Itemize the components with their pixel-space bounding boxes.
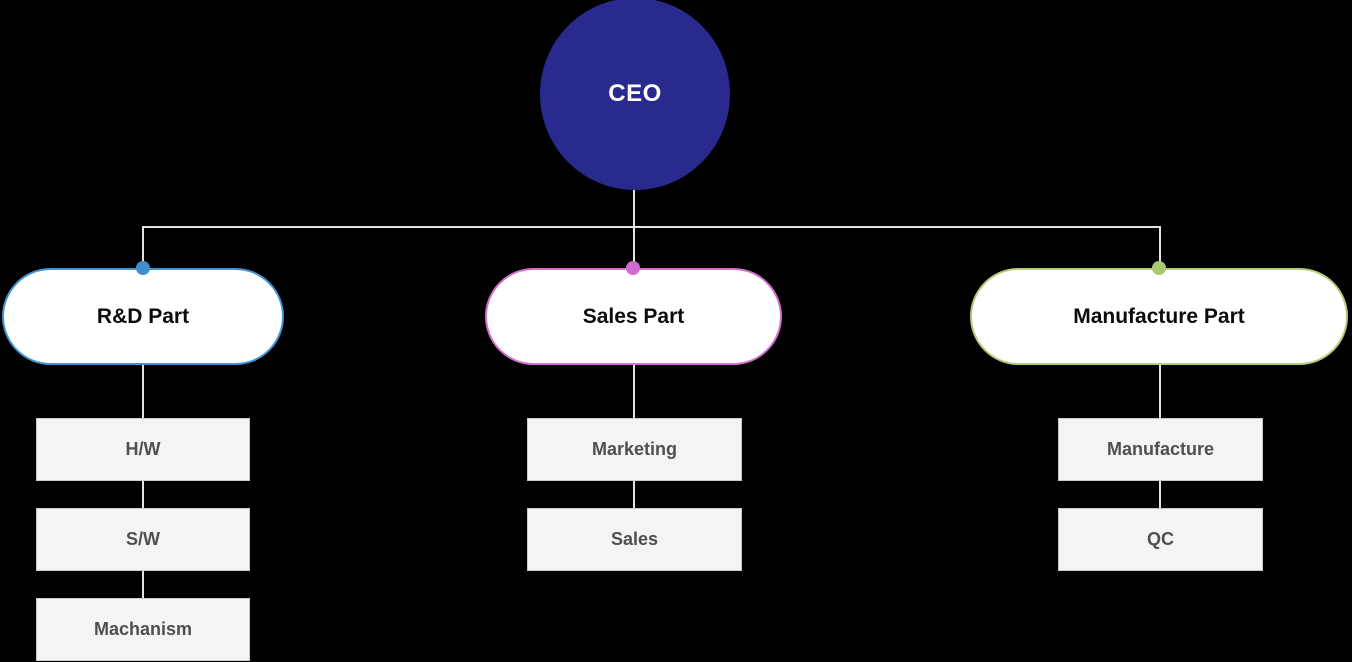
connector-rail — [142, 226, 1160, 228]
rnd-connector-dot — [136, 261, 150, 275]
sales-connector-dot — [626, 261, 640, 275]
sales-part-node[interactable]: Sales Part — [485, 268, 782, 365]
unit-label: Sales — [610, 529, 659, 549]
unit-node-marketing[interactable]: Marketing — [527, 418, 742, 481]
unit-label: QC — [1147, 529, 1174, 549]
connector-rnd-child-1 — [142, 481, 144, 508]
ceo-label: CEO — [608, 80, 662, 107]
connector-rnd-child-2 — [142, 571, 144, 598]
unit-label: Manufacture — [1106, 439, 1214, 459]
connector-stub-rnd — [142, 226, 144, 263]
unit-label: Marketing — [591, 439, 678, 459]
unit-node-sales[interactable]: Sales — [527, 508, 742, 571]
unit-node-sw[interactable]: S/W — [36, 508, 250, 571]
unit-label: S/W — [126, 529, 160, 549]
rnd-part-node[interactable]: R&D Part — [2, 268, 284, 365]
unit-label: Machanism — [93, 619, 193, 639]
sales-part-label: Sales Part — [582, 304, 685, 328]
connector-stub-manufacture — [1159, 226, 1161, 263]
rnd-part-label: R&D Part — [96, 304, 190, 328]
manufacture-part-node[interactable]: Manufacture Part — [970, 268, 1348, 365]
unit-node-machanism[interactable]: Machanism — [36, 598, 250, 661]
connector-manufacture-child-1 — [1159, 481, 1161, 508]
unit-label: H/W — [125, 439, 161, 459]
connector-sales-child-1 — [633, 481, 635, 508]
unit-node-manufacture[interactable]: Manufacture — [1058, 418, 1263, 481]
unit-node-qc[interactable]: QC — [1058, 508, 1263, 571]
manufacture-part-label: Manufacture Part — [1073, 304, 1245, 328]
connector-rnd-child-0 — [142, 365, 144, 418]
ceo-node[interactable]: CEO — [540, 0, 730, 190]
connector-sales-child-0 — [633, 365, 635, 418]
manufacture-connector-dot — [1152, 261, 1166, 275]
connector-manufacture-child-0 — [1159, 365, 1161, 418]
unit-node-hw[interactable]: H/W — [36, 418, 250, 481]
